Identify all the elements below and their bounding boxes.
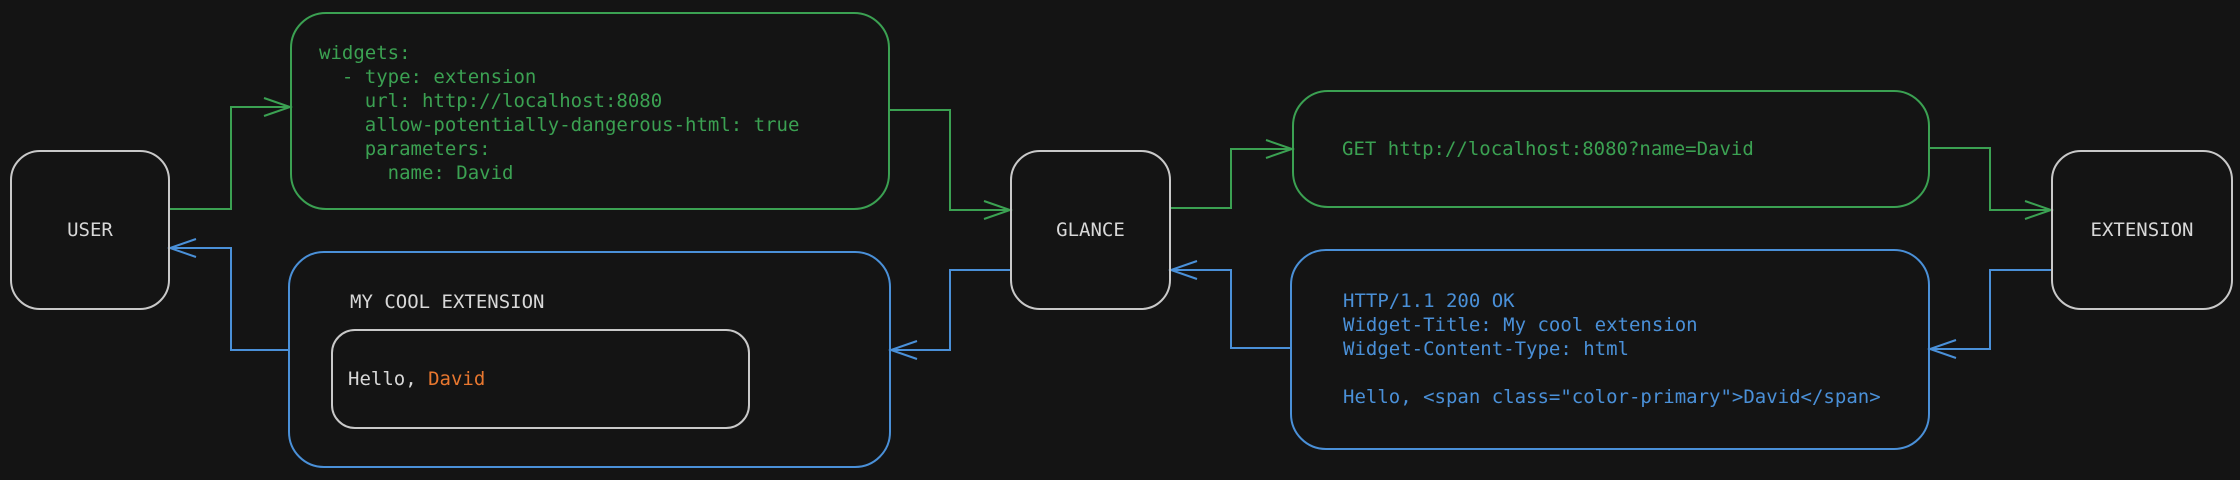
edge-request-to-extension <box>1930 147 2055 220</box>
code-line: url: http://localhost:8080 <box>319 90 663 112</box>
http-request-box: GET http://localhost:8080?name=David <box>1292 90 1930 208</box>
greeting-name: David <box>428 368 486 390</box>
code-line: - type: extension <box>319 66 537 88</box>
edge-user-to-config <box>170 97 294 210</box>
code-line: name: David <box>319 162 514 184</box>
code-line <box>1343 361 1928 385</box>
widget-preview-box: MY COOL EXTENSION Hello, David <box>288 251 891 468</box>
greeting-prefix: Hello, <box>348 368 429 390</box>
widget-title: MY COOL EXTENSION <box>350 291 545 313</box>
extension-node-label: EXTENSION <box>2090 219 2194 241</box>
glance-node-label: GLANCE <box>1056 219 1125 241</box>
edge-config-to-glance <box>890 109 1014 220</box>
http-response-box: HTTP/1.1 200 OK Widget-Title: My cool ex… <box>1290 249 1930 450</box>
config-yaml-box: widgets: - type: extension url: http://l… <box>290 12 890 210</box>
widget-greeting-box: Hello, David <box>331 329 750 429</box>
extension-node: EXTENSION <box>2051 150 2233 310</box>
edge-widget-to-user <box>166 238 288 351</box>
code-line: allow-potentially-dangerous-html: true <box>319 114 800 136</box>
user-node: USER <box>10 150 170 310</box>
edge-extension-to-response <box>1926 269 2051 359</box>
edge-glance-to-request <box>1171 139 1296 209</box>
code-line: Hello, <span class="color-primary">David… <box>1343 386 1881 408</box>
user-node-label: USER <box>67 219 113 241</box>
edge-response-to-glance <box>1167 260 1290 349</box>
glance-node: GLANCE <box>1010 150 1171 310</box>
request-line: GET http://localhost:8080?name=David <box>1342 138 1754 160</box>
edge-glance-to-widget <box>887 269 1010 360</box>
code-line: Widget-Title: My cool extension <box>1343 314 1698 336</box>
code-line: parameters: <box>319 138 491 160</box>
code-line: widgets: <box>319 42 411 64</box>
code-line: HTTP/1.1 200 OK <box>1343 290 1515 312</box>
code-line: Widget-Content-Type: html <box>1343 338 1629 360</box>
